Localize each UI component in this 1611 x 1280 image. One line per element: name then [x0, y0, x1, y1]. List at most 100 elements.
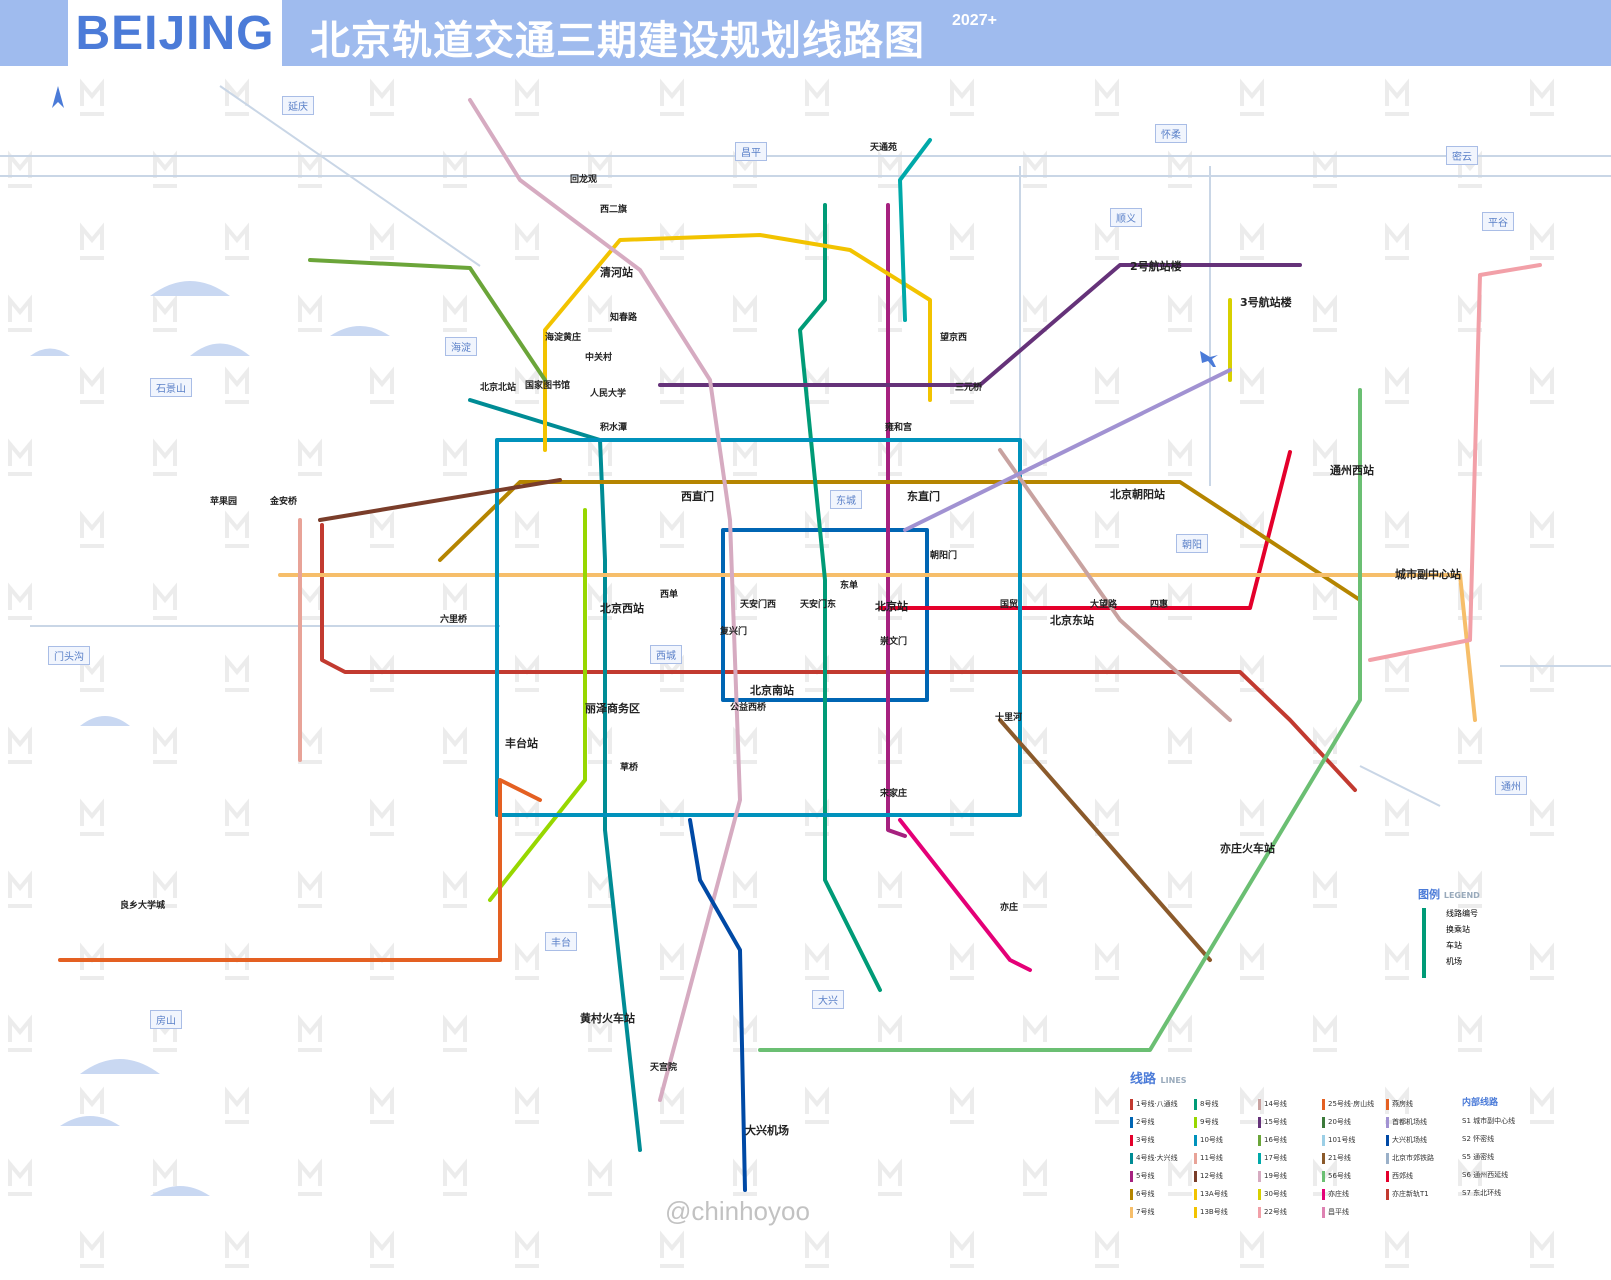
brand-title: BEIJING — [68, 0, 282, 66]
station-label[interactable]: 北京朝阳站 — [1110, 488, 1165, 501]
legend-line-sample — [1422, 908, 1426, 978]
station-label[interactable]: 北京站 — [875, 600, 908, 613]
station-label[interactable]: 天通苑 — [870, 143, 898, 153]
line-color-swatch — [1194, 1152, 1197, 1164]
station-label[interactable]: 3号航站楼 — [1240, 296, 1292, 309]
station-label[interactable]: 城市副中心站 — [1395, 568, 1461, 581]
north-arrow-icon — [52, 86, 64, 108]
station-label[interactable]: 北京西站 — [600, 602, 644, 615]
station-label[interactable]: 复兴门 — [720, 627, 748, 637]
station-label[interactable]: 东单 — [840, 581, 859, 591]
station-label[interactable]: 金安桥 — [270, 497, 298, 507]
metro-line-9 — [488, 508, 587, 902]
legend-key-interchange: 换乘站 — [1446, 925, 1470, 934]
station-label[interactable]: 丰台站 — [505, 737, 538, 750]
watermark-logo-shape — [515, 942, 539, 980]
station-label[interactable]: 北京南站 — [750, 684, 794, 697]
watermark-logo-shape — [8, 438, 32, 476]
watermark-logo-shape — [1313, 150, 1337, 188]
station-label[interactable]: 六里桥 — [440, 615, 468, 625]
legend-line-name: 25号线·房山线 — [1328, 1100, 1375, 1108]
watermark-logo-shape — [1240, 942, 1264, 980]
watermark-logo-shape — [1385, 510, 1409, 548]
station-label[interactable]: 西直门 — [681, 490, 714, 503]
legend-line-name: 22号线 — [1264, 1208, 1287, 1216]
station-label[interactable]: 国贸 — [1000, 600, 1019, 610]
watermark-logo-shape — [153, 870, 177, 908]
station-label[interactable]: 公益西桥 — [730, 703, 767, 713]
station-label[interactable]: 2号航站楼 — [1130, 260, 1182, 273]
station-label[interactable]: 天宫院 — [650, 1063, 678, 1073]
watermark-logo-shape — [80, 510, 104, 548]
metro-line-27 — [898, 818, 1032, 972]
station-label[interactable]: 四惠 — [1150, 600, 1169, 610]
map-legend: 图例 LEGEND 线路编号 换乘站 车站 机场 — [1418, 886, 1558, 978]
station-label[interactable]: 北京东站 — [1050, 614, 1094, 627]
station-label[interactable]: 望京西 — [940, 333, 968, 343]
station-label[interactable]: 良乡大学城 — [120, 901, 166, 911]
station-label[interactable]: 中关村 — [585, 353, 613, 363]
watermark-logo-shape — [950, 510, 974, 548]
station-label[interactable]: 苹果园 — [210, 497, 238, 507]
legend-line-item: 30号线 — [1258, 1185, 1320, 1203]
station-label[interactable]: 西二旗 — [600, 205, 628, 215]
watermark-logo-shape — [1313, 294, 1337, 332]
station-label[interactable]: 天安门东 — [800, 600, 837, 610]
metro-line-6 — [438, 480, 1362, 602]
watermark-logo-shape — [1240, 1230, 1264, 1268]
suburban-rail-lines — [0, 85, 1611, 807]
station-label[interactable]: 十里河 — [995, 713, 1023, 723]
lines-legend-title-en: LINES — [1160, 1076, 1187, 1085]
station-label[interactable]: 大兴机场 — [745, 1124, 789, 1137]
line-color-swatch — [1386, 1116, 1389, 1128]
station-label[interactable]: 回龙观 — [570, 175, 598, 185]
station-label[interactable]: 通州西站 — [1330, 464, 1374, 477]
watermark-logo-shape — [225, 654, 249, 692]
watermark-logo-shape — [1530, 1230, 1554, 1268]
watermark-logo-shape — [298, 150, 322, 188]
station-label[interactable]: 亦庄 — [1000, 903, 1019, 913]
station-label[interactable]: 知春路 — [610, 313, 638, 323]
station-label[interactable]: 天安门西 — [740, 600, 777, 610]
station-label[interactable]: 大望路 — [1090, 600, 1118, 610]
watermark-logo-shape — [1313, 438, 1337, 476]
line-color-swatch — [1258, 1116, 1261, 1128]
internal-line-s1: S1 城市副中心线 — [1462, 1117, 1516, 1125]
watermark-logo-shape — [1240, 798, 1264, 836]
station-label[interactable]: 西单 — [660, 590, 679, 600]
watermark-logo-shape — [443, 438, 467, 476]
suburban-rail-layer — [0, 85, 1611, 807]
watermark-logo-shape — [1168, 1014, 1192, 1052]
legend-line-item: 1号线·八通线 — [1130, 1095, 1192, 1113]
station-label[interactable]: 宋家庄 — [880, 789, 908, 799]
watermark-logo-shape — [1240, 78, 1264, 116]
legend-line-name: 昌平线 — [1328, 1208, 1349, 1216]
watermark-logo-shape — [80, 222, 104, 260]
line-color-swatch — [1386, 1134, 1389, 1146]
watermark-logo-shape — [515, 1086, 539, 1124]
station-label[interactable]: 亦庄火车站 — [1220, 842, 1275, 855]
station-label[interactable]: 雍和宫 — [885, 423, 913, 433]
district-label: 平谷 — [1482, 212, 1514, 231]
station-label[interactable]: 朝阳门 — [930, 551, 958, 561]
watermark-logo-shape — [153, 726, 177, 764]
legend-line-item: 10号线 — [1194, 1131, 1256, 1149]
legend-line-name: 5号线 — [1136, 1172, 1155, 1180]
station-label[interactable]: 草桥 — [620, 763, 639, 773]
watermark-logo-shape — [950, 78, 974, 116]
station-label[interactable]: 崇文门 — [880, 637, 908, 647]
station-label[interactable]: 东直门 — [907, 490, 940, 503]
station-label[interactable]: 海淀黄庄 — [545, 333, 582, 343]
station-label[interactable]: 北京北站 — [480, 383, 517, 393]
station-label[interactable]: 积水潭 — [600, 423, 628, 433]
station-label[interactable]: 黄村火车站 — [580, 1012, 635, 1025]
station-label[interactable]: 人民大学 — [590, 389, 627, 399]
station-label[interactable]: 三元桥 — [955, 383, 983, 393]
station-label[interactable]: 国家图书馆 — [525, 381, 571, 391]
lines-legend-title: 线路 — [1130, 1072, 1157, 1087]
station-label[interactable]: 清河站 — [600, 266, 633, 279]
line-color-swatch — [1322, 1098, 1325, 1110]
watermark-logo-shape — [588, 582, 612, 620]
station-label[interactable]: 丽泽商务区 — [585, 702, 640, 715]
